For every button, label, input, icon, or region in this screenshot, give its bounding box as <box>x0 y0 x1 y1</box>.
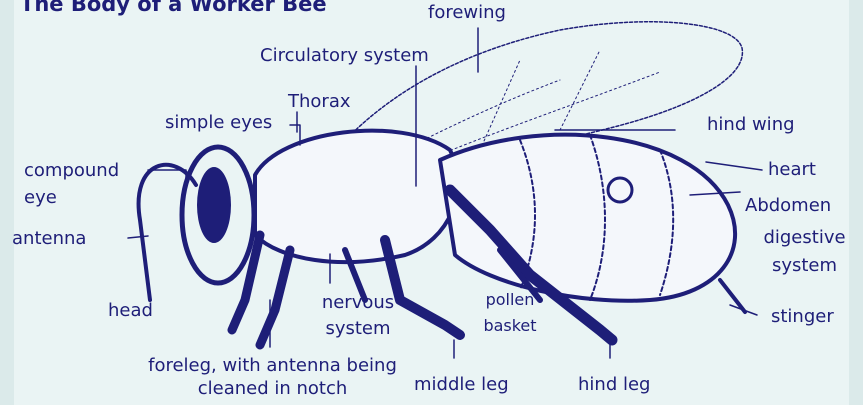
leader-compound-eye <box>148 170 186 184</box>
label-antenna: antenna <box>12 228 86 249</box>
label-digestive-system-line1: digestive <box>752 227 857 248</box>
label-head: head <box>108 300 153 321</box>
diagram-title: The Body of a Worker Bee <box>20 0 327 16</box>
thorax-outline <box>255 131 458 262</box>
label-hind-leg: hind leg <box>578 374 650 395</box>
leader-stinger <box>730 305 757 315</box>
label-simple-eyes: simple eyes <box>165 112 272 133</box>
label-compound-eye-line2: eye <box>24 187 57 208</box>
stinger-shape <box>720 280 745 312</box>
label-nervous-system-line1: nervous <box>313 292 403 313</box>
label-pollen-basket-line2: basket <box>470 316 550 336</box>
label-hind-wing: hind wing <box>707 114 795 135</box>
label-foreleg-line1: foreleg, with antenna being <box>130 355 415 376</box>
label-thorax: Thorax <box>288 91 351 112</box>
label-middle-leg: middle leg <box>414 374 509 395</box>
label-nervous-system-line2: system <box>313 318 403 339</box>
label-heart: heart <box>768 159 816 180</box>
label-compound-eye-line1: compound <box>24 160 119 181</box>
label-forewing: forewing <box>428 2 506 23</box>
label-stinger: stinger <box>771 306 834 327</box>
compound-eye-shape <box>197 167 231 243</box>
leader-antenna <box>128 236 148 238</box>
label-foreleg-line2: cleaned in notch <box>130 378 415 399</box>
label-pollen-basket-line1: pollen <box>470 290 550 310</box>
leader-heart <box>706 162 762 170</box>
label-digestive-system-line2: system <box>752 255 857 276</box>
label-abdomen: Abdomen <box>745 195 831 216</box>
label-circulatory-system: Circulatory system <box>260 45 429 66</box>
